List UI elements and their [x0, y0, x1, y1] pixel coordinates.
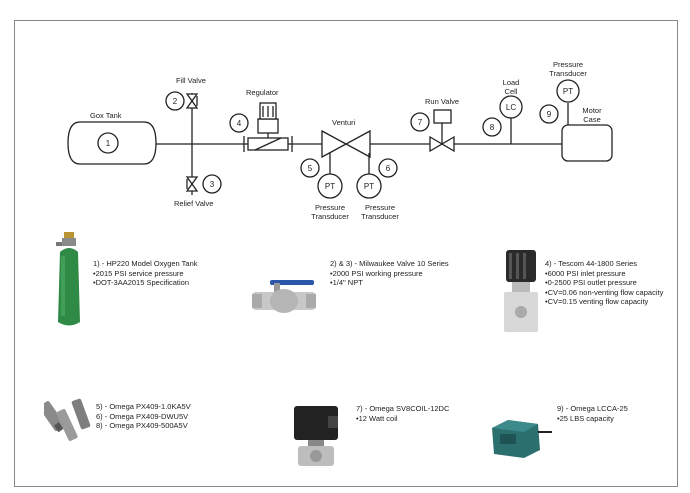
solenoid-spec: 7) - Omega SV8COIL-12DC •12 Watt coil: [356, 404, 450, 423]
pt-gauge-top-text: PT: [563, 87, 573, 96]
num-circle-3: [202, 174, 222, 194]
gox-tank-label: Gox Tank: [90, 111, 122, 120]
relief-valve-label: Relief Valve: [174, 199, 214, 208]
motor-case-label: Motor Case: [582, 106, 602, 124]
num-circle-7: [410, 112, 430, 132]
num-circle-1: [97, 132, 119, 154]
pt-gauge-top: [556, 79, 580, 103]
num-5: 5: [308, 164, 313, 173]
ball-valve-spec: 2) & 3) - Milwaukee Valve 10 Series •200…: [330, 259, 449, 288]
run-valve-label: Run Valve: [425, 97, 460, 106]
pt-gauge-5-text: PT: [325, 182, 335, 191]
fill-valve-symbol: [185, 93, 199, 109]
num-3: 3: [210, 180, 215, 189]
pt-gauge-6: [356, 173, 382, 199]
num-4: 4: [237, 119, 242, 128]
num-circle-4: [229, 113, 249, 133]
lc-gauge: [499, 95, 523, 119]
transducers-photo: [44, 398, 91, 441]
regulator-photo: [504, 250, 538, 332]
num-7: 7: [418, 118, 423, 127]
num-6: 6: [386, 164, 391, 173]
load-cell-label: Load Cell: [502, 78, 520, 96]
oxygen-tank-spec: 1) - HP220 Model Oxygen Tank •2015 PSI s…: [93, 259, 198, 288]
solenoid-valve-photo: [294, 406, 338, 466]
num-circle-2: [165, 91, 185, 111]
venturi-symbol: [321, 129, 371, 159]
oxygen-tank-photo: [56, 232, 80, 326]
venturi-label: Venturi: [332, 118, 356, 127]
load-cell-photo: [492, 420, 552, 458]
pt-gauge-5: [317, 173, 343, 199]
num-circle-5: [300, 158, 320, 178]
pressure-transducer-top-label: Pressure Transducer: [549, 60, 587, 78]
transducers-spec: 5) - Omega PX409-1.0KA5V 6) - Omega PX40…: [96, 402, 191, 431]
regulator-label: Regulator: [246, 88, 279, 97]
num-1: 1: [106, 139, 111, 148]
num-circle-8: [482, 117, 502, 137]
motor-case-shape: [561, 124, 613, 162]
num-circle-9: [539, 104, 559, 124]
solenoid-box: [433, 109, 452, 124]
num-9: 9: [547, 110, 552, 119]
fill-valve-label: Fill Valve: [176, 76, 206, 85]
load-cell-spec: 9) - Omega LCCA-25 •25 LBS capacity: [557, 404, 628, 423]
regulator-bonnet: [257, 118, 279, 134]
pt5-label: Pressure Transducer: [311, 203, 349, 221]
relief-valve-symbol: [185, 176, 199, 192]
pt6-label: Pressure Transducer: [361, 203, 399, 221]
num-8: 8: [490, 123, 495, 132]
lc-gauge-text: LC: [506, 103, 516, 112]
pt-gauge-6-text: PT: [364, 182, 374, 191]
num-circle-6: [378, 158, 398, 178]
regulator-spec: 4) - Tescom 44-1800 Series •6000 PSI inl…: [545, 259, 664, 307]
num-2: 2: [173, 97, 178, 106]
ball-valve-photo: [252, 280, 316, 313]
